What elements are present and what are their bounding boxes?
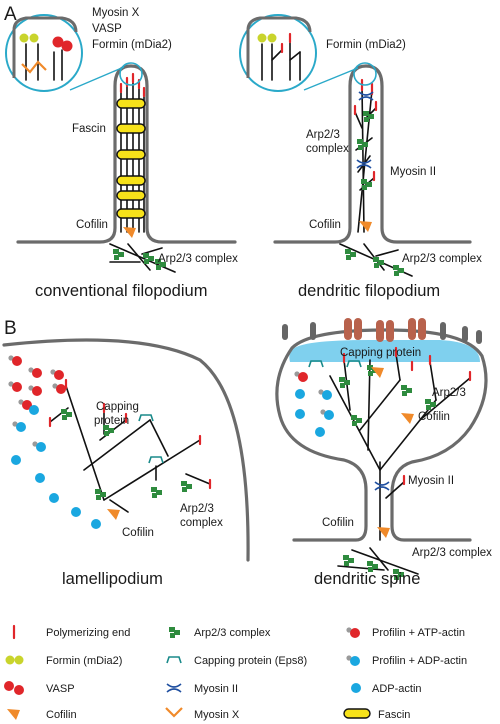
legend-myosin2-icon xyxy=(166,683,182,693)
legend-profilin-atp-icon xyxy=(346,627,360,638)
legend-vasp-icon xyxy=(4,681,24,695)
caption-lamellipodium: lamellipodium xyxy=(62,570,163,588)
receptor-proteins xyxy=(282,318,482,344)
label-cofilin-spine: Cofilin xyxy=(322,517,354,529)
legend: Polymerizing end Formin (mDia2) VASP Cof… xyxy=(4,624,467,721)
legend-myosin2: Myosin II xyxy=(194,683,238,695)
legend-vasp: VASP xyxy=(46,683,75,695)
conventional-filopodium: Myosin X VASP Formin (mDia2) Fascin Cofi… xyxy=(5,7,238,300)
caption-dendritic-spine: dendritic spine xyxy=(314,570,420,588)
label-arp-top-line1: Arp2/3 xyxy=(306,129,340,141)
legend-arp: Arp2/3 complex xyxy=(194,627,271,639)
legend-adp-actin-icon xyxy=(351,683,361,693)
legend-adp-actin: ADP-actin xyxy=(372,683,422,695)
label-capping-spine: Capping protein xyxy=(340,347,421,359)
legend-polymerizing-end: Polymerizing end xyxy=(46,627,130,639)
legend-profilin-atp: Profilin + ATP-actin xyxy=(372,627,465,639)
legend-myosinx: Myosin X xyxy=(194,709,240,721)
legend-profilin-adp: Profilin + ADP-actin xyxy=(372,655,467,667)
label-cofilin-conv: Cofilin xyxy=(76,219,108,231)
dendritic-filopodium: Formin (mDia2) Arp2/3 complex Myosin II … xyxy=(239,14,482,300)
label-arp-spine-top: Arp2/3 xyxy=(432,387,466,399)
label-arp-lamel-line1: Arp2/3 xyxy=(180,503,214,515)
legend-arp-icon xyxy=(169,627,180,638)
zoom-label-myosin-x: Myosin X xyxy=(92,7,140,19)
fascin-bars xyxy=(116,98,146,219)
label-myosin-dendritic: Myosin II xyxy=(390,166,436,178)
label-arp-top-line2: complex xyxy=(306,143,349,155)
label-arp-conv: Arp2/3 complex xyxy=(158,253,238,265)
label-arp-lamel-line2: complex xyxy=(180,517,223,529)
zoom-label-vasp: VASP xyxy=(92,23,122,35)
label-cofilin-lamel: Cofilin xyxy=(122,527,154,539)
label-myosin-spine: Myosin II xyxy=(408,475,454,487)
legend-cofilin: Cofilin xyxy=(46,709,77,721)
panel-b-letter: B xyxy=(4,318,17,339)
label-fascin: Fascin xyxy=(72,123,106,135)
panel-a-letter: A xyxy=(4,4,17,25)
zoom-label-formin: Formin (mDia2) xyxy=(92,39,172,51)
label-arp-dendritic: Arp2/3 complex xyxy=(402,253,482,265)
caption-conventional: conventional filopodium xyxy=(35,282,207,300)
label-capping-line1: Capping xyxy=(96,401,139,413)
legend-formin: Formin (mDia2) xyxy=(46,655,122,667)
caption-dendritic: dendritic filopodium xyxy=(298,282,440,300)
label-capping-line2: protein xyxy=(94,415,129,427)
label-cofilin-spine-top: Cofilin xyxy=(418,411,450,423)
legend-formin-icon xyxy=(5,655,24,665)
legend-fascin: Fascin xyxy=(378,709,410,721)
legend-capping: Capping protein (Eps8) xyxy=(194,655,307,667)
legend-profilin-adp-icon xyxy=(346,655,360,666)
label-arp-spine: Arp2/3 complex xyxy=(412,547,492,559)
legend-myosinx-icon xyxy=(165,707,183,718)
label-cofilin-dendritic: Cofilin xyxy=(309,219,341,231)
legend-fascin-icon xyxy=(343,708,371,719)
legend-capping-icon xyxy=(166,656,182,664)
dendritic-spine: Capping protein Arp2/3 Cofilin Myosin II… xyxy=(275,318,492,588)
label-formin-dendritic: Formin (mDia2) xyxy=(326,39,406,51)
legend-cofilin-icon xyxy=(7,709,20,720)
lamellipodium: Capping protein Cofilin Arp2/3 complex l… xyxy=(2,338,250,588)
